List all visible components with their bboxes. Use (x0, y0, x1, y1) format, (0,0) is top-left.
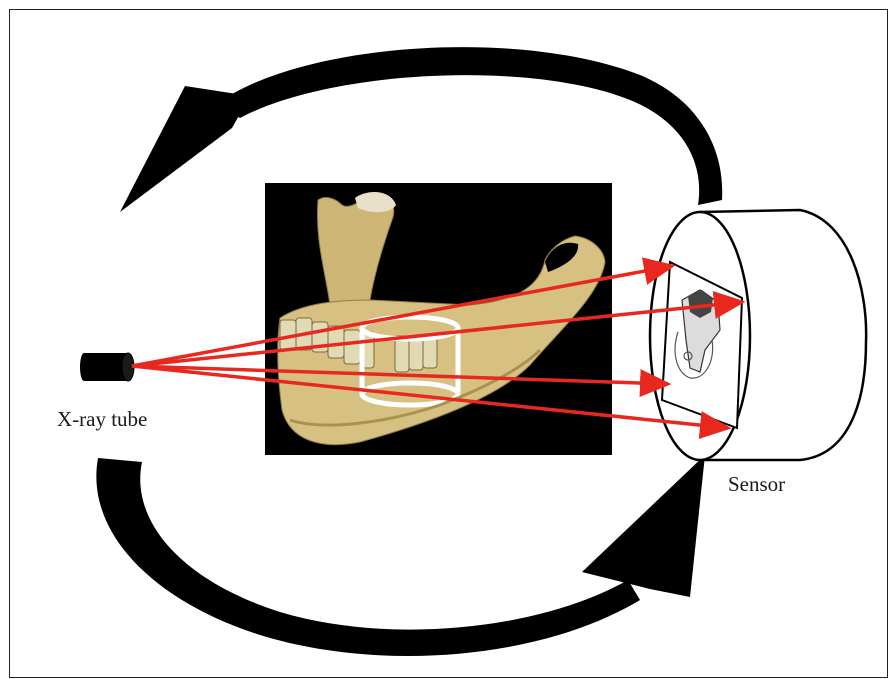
xray-tube-icon (80, 353, 134, 381)
mandible-photo (265, 183, 612, 455)
sensor-label: Sensor (728, 472, 785, 497)
xray-tube-label: X-ray tube (57, 407, 147, 432)
